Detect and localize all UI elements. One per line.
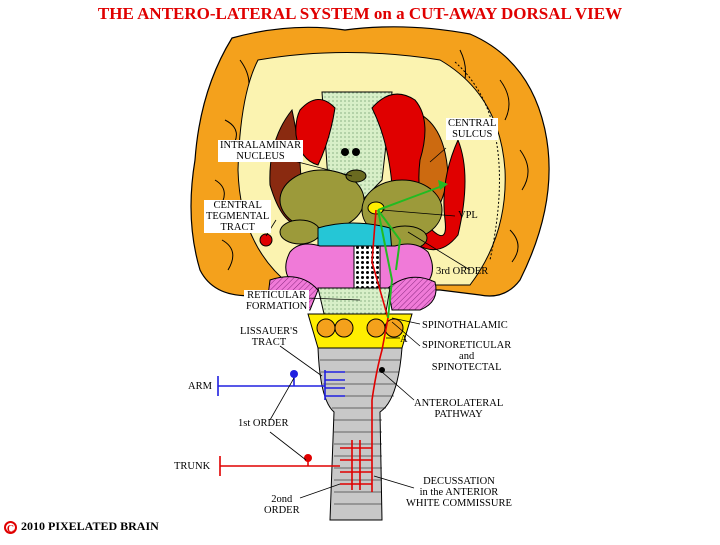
cuneate-nucleus	[384, 318, 404, 338]
fornix-dot	[352, 148, 360, 156]
cord-segment-lines	[320, 359, 400, 505]
trunk-ganglion-cell	[304, 454, 312, 462]
label-vpl: VPL	[458, 210, 478, 221]
footer-text: 2010 PIXELATED BRAIN	[21, 519, 159, 533]
fornix-dot	[341, 148, 349, 156]
central-sulcus-line	[454, 61, 500, 261]
pathway-marker	[379, 367, 385, 373]
label-marker-a: A	[400, 334, 408, 345]
label-trunk: TRUNK	[174, 461, 211, 472]
third-order-pathway	[377, 184, 446, 319]
label-arm: ARM	[188, 381, 212, 392]
label-first-order: 1st ORDER	[238, 418, 289, 429]
arm-nerve	[217, 370, 345, 400]
label-third-order: 3rd ORDER	[436, 266, 489, 277]
arm-ganglion-cell	[290, 370, 298, 378]
spinal-cord	[317, 347, 403, 521]
footer-credit: C 2010 PIXELATED BRAIN	[4, 519, 159, 535]
cuneate-nucleus	[366, 318, 386, 338]
cerebellar-peduncle-right	[387, 276, 437, 311]
trunk-nerve	[219, 456, 340, 476]
pulvinar-left	[279, 219, 321, 245]
gracile-nucleus	[316, 318, 336, 338]
caudate-left	[295, 99, 336, 166]
copyright-icon: C	[4, 520, 17, 535]
gracile-nucleus	[334, 318, 354, 338]
leader-lines	[265, 147, 471, 499]
diagram-title: THE ANTERO-LATERAL SYSTEM on a CUT-AWAY …	[97, 4, 623, 23]
anterolateral-pathway	[340, 209, 389, 492]
label-spinothalamic: SPINOTHALAMIC	[422, 320, 508, 331]
arrowhead-icon	[438, 180, 448, 190]
central-tegmental-marker	[259, 233, 273, 247]
intralaminar-nucleus	[345, 169, 367, 183]
